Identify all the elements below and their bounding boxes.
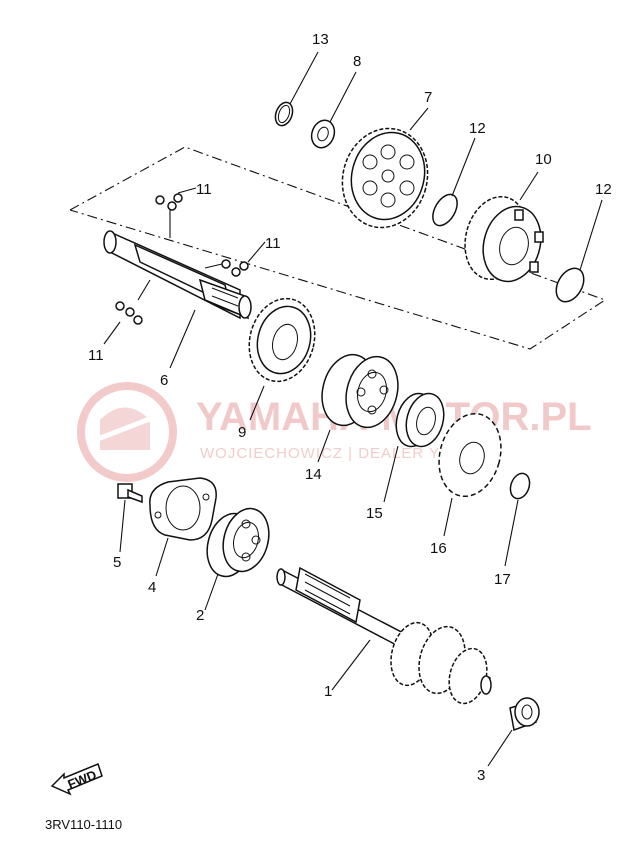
assembly-outline — [69, 146, 607, 350]
callout-11c: 11 — [88, 347, 104, 364]
ball-group-11b — [221, 259, 249, 277]
callout-6: 6 — [160, 372, 168, 389]
diagram-code: 3RV110-1110 — [45, 817, 122, 832]
bearing-2 — [206, 507, 270, 578]
circlip-13 — [274, 101, 294, 127]
callout-10: 10 — [535, 151, 552, 168]
ball-group-11a — [155, 193, 183, 211]
callout-12a: 12 — [469, 120, 486, 137]
callout-17: 17 — [494, 571, 511, 588]
callout-9: 9 — [238, 424, 246, 441]
callout-2: 2 — [196, 607, 204, 624]
callout-14: 14 — [305, 466, 322, 483]
circlip-12a — [432, 193, 458, 227]
seal-15 — [395, 392, 445, 448]
watermark-subtitle: WOJCIECHOWICZ | DEALER YAMAHA — [200, 445, 497, 462]
shaft-6 — [103, 230, 252, 320]
callout-13: 13 — [312, 31, 329, 48]
callout-11a: 11 — [196, 181, 212, 198]
circlip-17 — [509, 472, 531, 500]
ball-group-11c — [115, 301, 143, 325]
callout-7: 7 — [424, 89, 432, 106]
callout-1: 1 — [324, 683, 332, 700]
watermark-logo — [77, 382, 177, 482]
callout-5: 5 — [113, 554, 121, 571]
bearing-14 — [321, 353, 399, 429]
washer-8 — [310, 119, 336, 149]
sprocket-16 — [438, 412, 502, 498]
callout-15: 15 — [366, 505, 383, 522]
callout-3: 3 — [477, 767, 485, 784]
bolt-5 — [117, 483, 143, 504]
circlip-12b — [555, 267, 585, 303]
callout-11b: 11 — [265, 235, 281, 252]
gear-7 — [341, 127, 429, 229]
shaft-1 — [276, 566, 492, 705]
gear-9 — [248, 297, 316, 383]
callout-4: 4 — [148, 579, 156, 596]
bushing-3 — [509, 697, 540, 732]
callout-8: 8 — [353, 53, 361, 70]
gear-10 — [464, 195, 544, 283]
fwd-arrow: FWD — [50, 763, 103, 796]
fwd-label: FWD — [66, 767, 99, 792]
callout-12b: 12 — [595, 181, 612, 198]
callout-16: 16 — [430, 540, 447, 557]
plate-4 — [149, 477, 217, 541]
